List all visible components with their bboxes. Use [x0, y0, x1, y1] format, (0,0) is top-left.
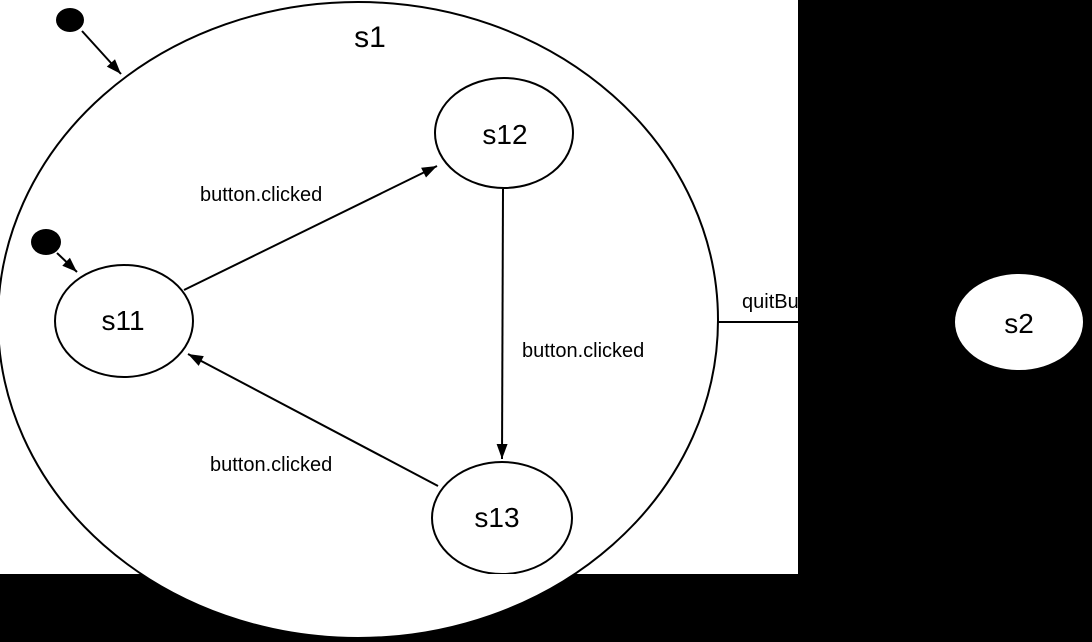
initial-s1-dot — [56, 8, 84, 32]
t-s1-s2-label: quitBu — [742, 291, 799, 313]
state-s11-shape — [54, 264, 194, 378]
t-s12-s13-line — [501, 188, 504, 460]
state-s13: s13 — [431, 461, 573, 574]
t-s13-s11-label: button.clicked — [210, 454, 332, 476]
state-s12: s12 — [434, 77, 574, 189]
t-s12-s13-label: button.clicked — [522, 340, 644, 362]
state-s13-shape — [431, 461, 573, 574]
state-s12-label: s12 — [482, 119, 527, 150]
transition-t-s13-s11: button.clicked — [187, 353, 439, 487]
t-s12-s13-arrowhead — [496, 444, 508, 459]
state-s11-label: s11 — [101, 305, 144, 336]
state-s2: s2 — [955, 274, 1083, 370]
state-s11: s11 — [54, 264, 194, 378]
initial-s11-dot — [31, 229, 61, 255]
layer-outside-states: s2 — [955, 274, 1083, 370]
t-s11-s12-label: button.clicked — [200, 184, 322, 206]
t-s11-s12-line — [183, 165, 438, 291]
t-s13-s11-line — [187, 353, 439, 487]
initial-s1-arrowhead — [106, 59, 121, 74]
layer-inner-elements: s11 s12 s13 button.clicked button.clicked but… — [31, 8, 799, 574]
state-s2-shape — [955, 274, 1083, 370]
transition-t-s1-s2: quitBu — [718, 291, 799, 323]
initial-s1-marker — [56, 8, 122, 75]
t-s11-s12-arrowhead — [421, 166, 437, 178]
initial-s11-arrowhead — [62, 257, 77, 272]
initial-s11-marker — [31, 229, 78, 273]
transition-t-s12-s13: button.clicked — [496, 188, 644, 460]
t-s13-s11-arrowhead — [188, 354, 204, 366]
transition-t-s11-s12: button.clicked — [183, 165, 438, 291]
state-s12-shape — [434, 77, 574, 189]
state-s13-label: s13 — [474, 502, 519, 533]
state-s2-label: s2 — [1004, 308, 1034, 339]
state-s1-label: s1 — [354, 21, 386, 54]
